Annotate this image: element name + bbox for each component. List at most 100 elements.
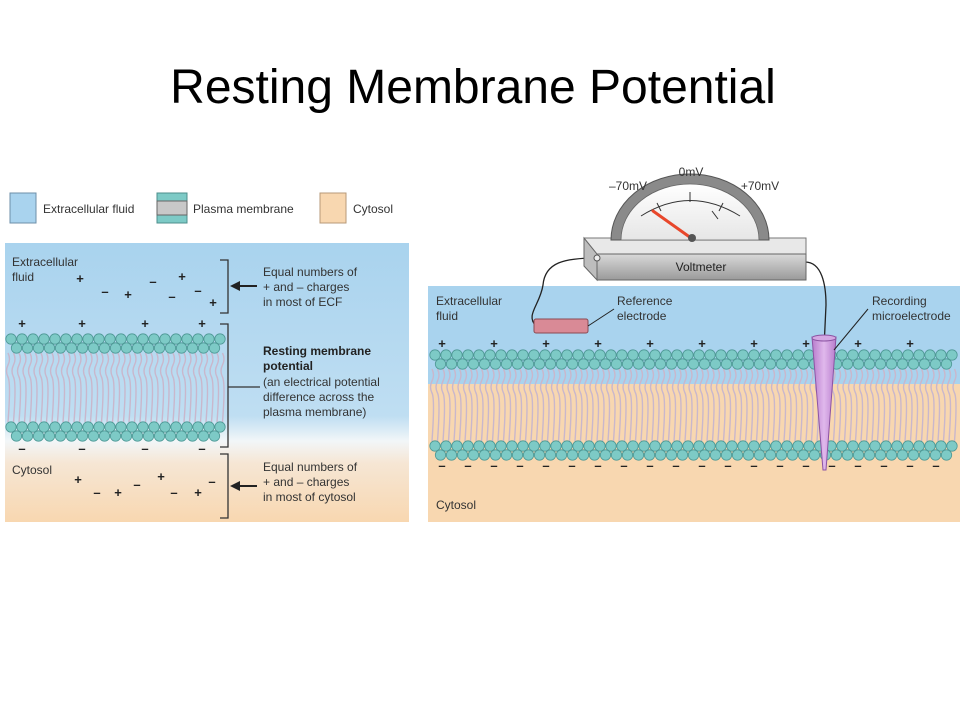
lipid-head	[203, 421, 215, 433]
lipid-tail	[633, 368, 638, 442]
lipid-head	[109, 342, 122, 354]
lipid-head	[104, 333, 116, 345]
lipid-head	[120, 342, 133, 354]
lipid-tail	[49, 352, 55, 423]
scale-zero-label: 0mV	[679, 165, 704, 179]
lipid-head	[907, 358, 920, 370]
lipid-head	[781, 349, 793, 361]
lipid-head	[71, 333, 83, 345]
lipid-head	[913, 440, 925, 452]
lipid-head	[572, 349, 584, 361]
right-charges: +–+–+–+–+–+–+–+–+–+–––––––––––	[438, 336, 939, 473]
lipid-head	[434, 358, 447, 370]
lipid-tail	[611, 368, 616, 442]
lipid-head	[572, 440, 584, 452]
lipid-head	[27, 421, 39, 433]
lipid-tail	[638, 368, 644, 442]
lipid-head	[473, 440, 485, 452]
lipid-head	[214, 421, 226, 433]
left-membrane-bilayer	[5, 333, 226, 442]
lipid-tail	[556, 368, 561, 442]
legend-membrane-label: Plasma membrane	[193, 202, 294, 216]
lipid-tail	[869, 368, 875, 442]
lipid-head	[929, 449, 942, 461]
positive-charge: +	[157, 469, 165, 484]
lipid-head	[594, 349, 606, 361]
negative-charge: –	[490, 458, 497, 473]
lipid-tail	[858, 368, 864, 442]
lipid-tail	[781, 368, 787, 442]
lipid-tail	[88, 352, 93, 423]
lipid-head	[880, 440, 892, 452]
lipid-head	[467, 358, 480, 370]
lipid-tail	[908, 368, 913, 442]
lipid-tail	[176, 352, 181, 423]
note-cytosol-line-3: in most of cytosol	[263, 490, 356, 504]
lipid-tail	[941, 368, 946, 442]
positive-charge: +	[124, 287, 132, 302]
cytosol-arrow	[230, 481, 257, 491]
lipid-head	[885, 358, 898, 370]
note-ecf-line-1: Equal numbers of	[263, 265, 358, 279]
voltmeter: Voltmeter –70mV 0mV +70mV	[583, 165, 807, 282]
lipid-head	[940, 449, 953, 461]
lipid-tail	[886, 368, 891, 442]
negative-charge: –	[141, 441, 148, 456]
lipid-head	[203, 333, 215, 345]
lipid-head	[462, 349, 474, 361]
positive-charge: +	[542, 336, 550, 351]
lipid-head	[445, 449, 458, 461]
lipid-head	[76, 342, 89, 354]
lipid-tail	[809, 368, 814, 442]
lipid-head	[489, 358, 502, 370]
lipid-head	[907, 449, 920, 461]
lipid-head	[929, 358, 942, 370]
left-charges: +–+–+––+++++––––+–+–+–+–	[18, 269, 217, 500]
positive-charge: +	[594, 336, 602, 351]
lipid-head	[863, 449, 876, 461]
lipid-tail	[220, 352, 225, 423]
lipid-head	[159, 333, 171, 345]
lipid-head	[588, 358, 601, 370]
lipid-head	[891, 349, 903, 361]
lipid-tail	[71, 352, 77, 423]
lipid-tail	[704, 368, 710, 442]
lipid-head	[643, 449, 656, 461]
lipid-head	[709, 449, 722, 461]
lipid-tail	[935, 368, 941, 442]
lipid-head	[616, 349, 628, 361]
lipid-head	[544, 449, 557, 461]
lipid-tail	[682, 368, 688, 442]
lipid-head	[671, 440, 683, 452]
lipid-head	[599, 449, 612, 461]
lipid-tail	[583, 368, 589, 442]
legend-membrane-swatch	[156, 192, 188, 224]
recording-label-1: Recording	[872, 294, 927, 308]
lipid-head	[594, 440, 606, 452]
note-cytosol-line-2: + and – charges	[263, 475, 349, 489]
lipid-head	[528, 440, 540, 452]
note-rmp-desc-2: difference across the	[263, 390, 375, 404]
lipid-head	[517, 440, 529, 452]
lipid-head	[836, 349, 848, 361]
lipid-head	[506, 349, 518, 361]
lipid-head	[742, 358, 755, 370]
lipid-head	[495, 440, 507, 452]
lipid-tail	[93, 352, 99, 423]
lipid-head	[561, 440, 573, 452]
note-ecf-line-3: in most of ECF	[263, 295, 342, 309]
lipid-head	[456, 358, 469, 370]
lipid-head	[918, 358, 931, 370]
lipid-head	[726, 349, 738, 361]
lipid-head	[852, 449, 865, 461]
lipid-tail	[550, 368, 556, 442]
lipid-tail	[847, 368, 853, 442]
lipid-tail	[77, 352, 82, 423]
lipid-head	[649, 349, 661, 361]
note-cytosol-line-1: Equal numbers of	[263, 460, 358, 474]
lipid-tail	[170, 352, 176, 423]
lipid-head	[561, 349, 573, 361]
lipid-head	[918, 449, 931, 461]
lipid-head	[208, 342, 221, 354]
lipid-tail	[27, 352, 33, 423]
